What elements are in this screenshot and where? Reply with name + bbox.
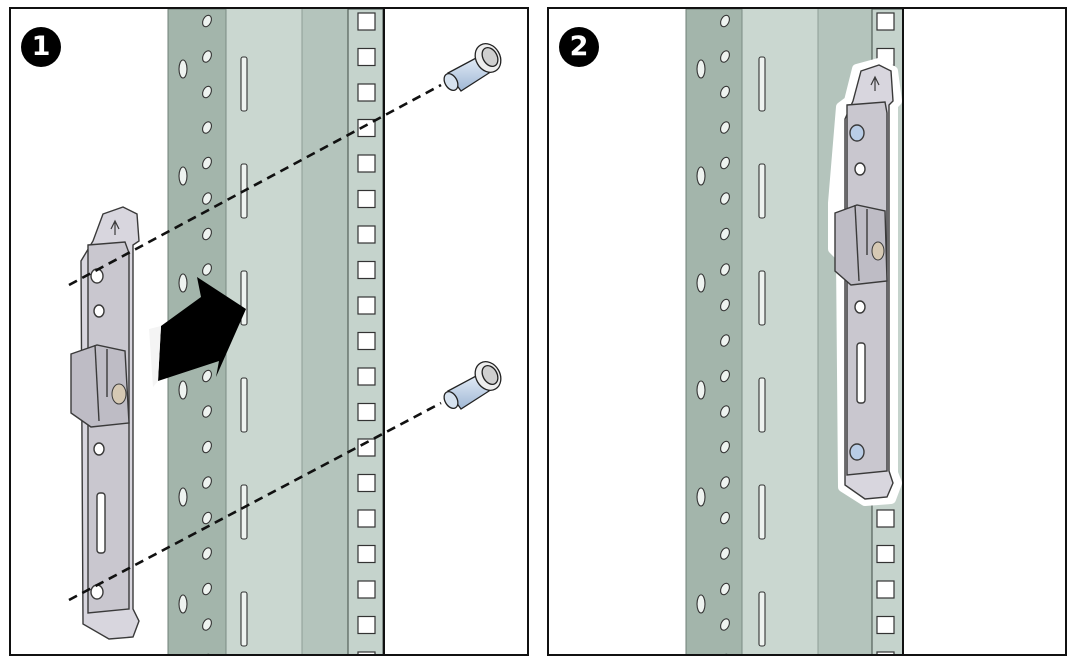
- rail-square-slot: [876, 12, 895, 31]
- rail-oval-hole: [696, 380, 706, 400]
- step-2-illustration: [685, 9, 904, 654]
- rail-round-hole: [202, 618, 212, 631]
- rail-holes: [178, 14, 212, 654]
- rail-round-hole: [720, 334, 730, 347]
- rail-oval-hole: [178, 166, 188, 186]
- rail-long-slot: [240, 591, 248, 647]
- rail-square-slot: [357, 12, 376, 31]
- rail-square-slot: [357, 260, 376, 280]
- step-1-badge: 1: [21, 27, 61, 67]
- rail-round-hole: [202, 440, 212, 454]
- rail-square-slot: [876, 544, 895, 564]
- rail-square-slot: [357, 509, 376, 528]
- rail-round-hole: [720, 156, 730, 170]
- rail-oval-hole: [178, 380, 188, 400]
- rail-round-hole: [720, 14, 730, 28]
- rail-long-slot: [758, 56, 766, 112]
- rail-square-slot: [357, 154, 376, 173]
- rail-square-slot: [357, 189, 376, 209]
- rail-oval-hole: [178, 273, 188, 293]
- step-2-badge: 2: [559, 27, 599, 67]
- rail-oval-hole: [696, 273, 706, 293]
- rail-round-hole: [720, 440, 730, 454]
- rail-oval-hole: [696, 166, 706, 186]
- rail-oval-hole: [178, 59, 188, 79]
- rail-square-slot: [357, 651, 376, 654]
- rail-round-hole: [720, 369, 730, 383]
- rail-round-hole: [720, 192, 730, 205]
- rail-round-hole: [202, 121, 212, 134]
- rail-round-hole: [720, 227, 730, 241]
- rail-square-slot: [357, 367, 376, 386]
- rail-long-slot: [240, 56, 248, 112]
- step-1-panel: 1: [9, 7, 529, 656]
- rail-round-hole: [720, 582, 730, 596]
- rail-square-slot: [357, 47, 376, 67]
- rail-round-hole: [202, 156, 212, 170]
- rail-long-slot: [758, 270, 766, 326]
- rail-square-slot: [357, 402, 376, 422]
- rail-long-slot: [240, 484, 248, 540]
- screw-icon: [443, 361, 502, 410]
- mounting-bracket: [70, 206, 140, 640]
- rail-oval-hole: [178, 487, 188, 507]
- rail-square-slot: [876, 615, 895, 635]
- rail-round-hole: [202, 582, 212, 596]
- push-arrow-icon: [149, 277, 246, 387]
- rail-round-hole: [720, 85, 730, 99]
- rail-slots: [357, 12, 376, 654]
- rail-square-slot: [876, 580, 895, 599]
- rail-round-hole: [720, 511, 730, 525]
- rail-round-hole: [202, 263, 212, 276]
- rail-square-slot: [876, 509, 895, 528]
- rail-round-hole: [202, 50, 212, 63]
- rack-rail: [167, 9, 385, 654]
- rail-square-slot: [357, 580, 376, 599]
- rail-round-hole: [202, 476, 212, 489]
- rail-long-slots: [240, 56, 248, 647]
- rail-square-slot: [357, 544, 376, 564]
- rail-square-slot: [357, 296, 376, 315]
- rail-holes: [696, 14, 730, 654]
- rail-long-slots: [758, 56, 766, 647]
- rail-oval-hole: [696, 594, 706, 614]
- rail-square-slot: [357, 118, 376, 138]
- mounting-bracket: [828, 58, 902, 506]
- rail-round-hole: [720, 476, 730, 489]
- rail-long-slot: [758, 484, 766, 540]
- rail-long-slot: [240, 377, 248, 433]
- rail-round-hole: [202, 405, 212, 418]
- rail-square-slot: [357, 615, 376, 635]
- rail-long-slot: [758, 591, 766, 647]
- rail-round-hole: [202, 511, 212, 525]
- rail-round-hole: [202, 547, 212, 560]
- step-2-panel: 2: [547, 7, 1067, 656]
- rail-round-hole: [202, 192, 212, 205]
- rail-round-hole: [720, 405, 730, 418]
- rail-round-hole: [720, 50, 730, 63]
- rail-square-slot: [357, 473, 376, 493]
- rail-square-slot: [357, 331, 376, 351]
- rail-square-slot: [876, 651, 895, 654]
- rail-round-hole: [720, 298, 730, 312]
- rail-oval-hole: [696, 59, 706, 79]
- rail-round-hole: [720, 547, 730, 560]
- rail-round-hole: [202, 227, 212, 241]
- rail-round-hole: [202, 14, 212, 28]
- step-1-illustration: [68, 9, 502, 654]
- rail-square-slot: [357, 225, 376, 244]
- alignment-guides: [68, 83, 442, 602]
- rail-square-slot: [357, 83, 376, 102]
- rail-long-slot: [758, 377, 766, 433]
- rail-long-slot: [758, 163, 766, 219]
- screw-icon: [443, 43, 502, 92]
- rail-round-hole: [720, 618, 730, 631]
- rail-round-hole: [720, 121, 730, 134]
- rail-round-hole: [202, 85, 212, 99]
- rail-oval-hole: [696, 487, 706, 507]
- rail-oval-hole: [178, 594, 188, 614]
- rail-round-hole: [202, 369, 212, 383]
- rail-round-hole: [720, 263, 730, 276]
